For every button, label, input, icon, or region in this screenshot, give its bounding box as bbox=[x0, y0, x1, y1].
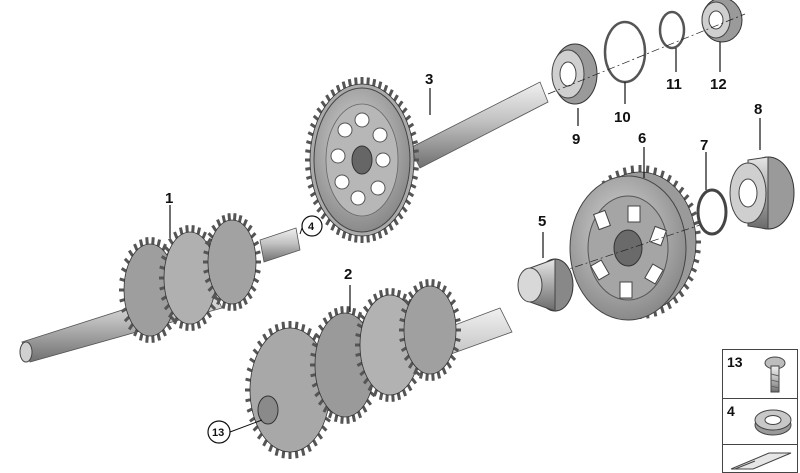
callout-2: 2 bbox=[344, 266, 352, 283]
callout-11: 11 bbox=[666, 76, 682, 93]
washer-icon bbox=[754, 409, 792, 436]
callout-10: 10 bbox=[614, 109, 631, 126]
legend-number: 4 bbox=[727, 403, 735, 419]
part-3-output-shaft-gear bbox=[305, 77, 549, 243]
callout-3: 3 bbox=[425, 71, 433, 88]
svg-text:4: 4 bbox=[308, 221, 315, 233]
part-8-bearing bbox=[729, 118, 795, 230]
callout-13-circled: 13 bbox=[207, 419, 263, 444]
part-9-bearing bbox=[551, 43, 598, 126]
svg-text:13: 13 bbox=[212, 427, 224, 439]
callout-12: 12 bbox=[710, 76, 727, 93]
bolt-icon bbox=[764, 356, 786, 393]
callout-4-circled: 4 bbox=[299, 215, 323, 237]
part-10-snap-ring bbox=[603, 20, 647, 104]
part-1-input-shaft bbox=[19, 205, 301, 363]
callout-9: 9 bbox=[572, 131, 580, 148]
axis-line bbox=[547, 13, 746, 95]
callout-1: 1 bbox=[165, 190, 173, 207]
callout-8: 8 bbox=[754, 101, 762, 118]
legend-item-13: 13 bbox=[722, 349, 798, 399]
part-7-snap-ring bbox=[696, 152, 728, 236]
callout-7: 7 bbox=[700, 137, 708, 154]
callout-6: 6 bbox=[638, 130, 646, 147]
callout-5: 5 bbox=[538, 213, 546, 230]
part-outline-icon bbox=[730, 452, 792, 470]
legend-number: 13 bbox=[727, 354, 743, 370]
part-11-circlip bbox=[658, 10, 686, 72]
part-6-clutch-hub bbox=[559, 147, 701, 321]
part-12-bearing bbox=[701, 0, 743, 72]
legend-item-partial bbox=[722, 445, 798, 473]
legend-item-4: 4 bbox=[722, 399, 798, 445]
part-5-bushing bbox=[517, 232, 574, 312]
part-2-countershaft-cluster bbox=[245, 279, 513, 459]
